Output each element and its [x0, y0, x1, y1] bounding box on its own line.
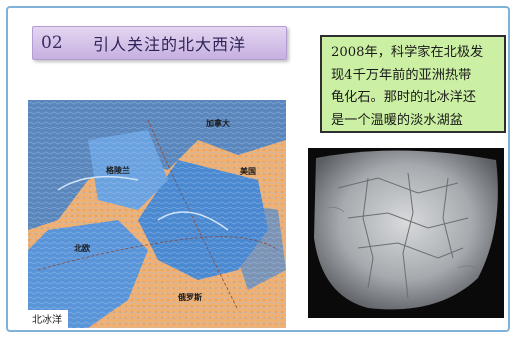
fact-box: 2008年，科学家在北极发 现4千万年前的亚洲热带 龟化石。那时的北冰洋还 是一… [320, 35, 506, 133]
turtle-fossil-photo [308, 148, 504, 318]
arctic-map: 格陵兰 加拿大 美国 北欧 俄罗斯 北冰洋 [28, 100, 286, 328]
arctic-map-image [28, 100, 286, 328]
title-text: 引人关注的北大西洋 [93, 35, 247, 54]
map-label-greenland: 格陵兰 [106, 166, 130, 175]
fact-line: 现4千万年前的亚洲热带 [331, 67, 472, 83]
map-label-russia: 俄罗斯 [178, 293, 202, 302]
map-caption: 北冰洋 [28, 310, 68, 328]
fact-line: 龟化石。那时的北冰洋还 [331, 90, 477, 105]
fact-line: 是一个温暖的淡水湖盆 [331, 112, 463, 128]
slide-title: 02 引人关注的北大西洋 [32, 26, 287, 60]
title-number: 02 [41, 33, 63, 53]
map-label-north-europe: 北欧 [74, 244, 90, 253]
fact-line: 2008年，科学家在北极发 [331, 45, 484, 60]
slide: 02 引人关注的北大西洋 2008年，科学家在北极发 现4千万年前的亚洲热带 龟… [6, 6, 510, 332]
turtle-fossil-image [308, 148, 504, 318]
map-label-usa: 美国 [240, 167, 256, 176]
map-label-canada: 加拿大 [206, 119, 230, 128]
